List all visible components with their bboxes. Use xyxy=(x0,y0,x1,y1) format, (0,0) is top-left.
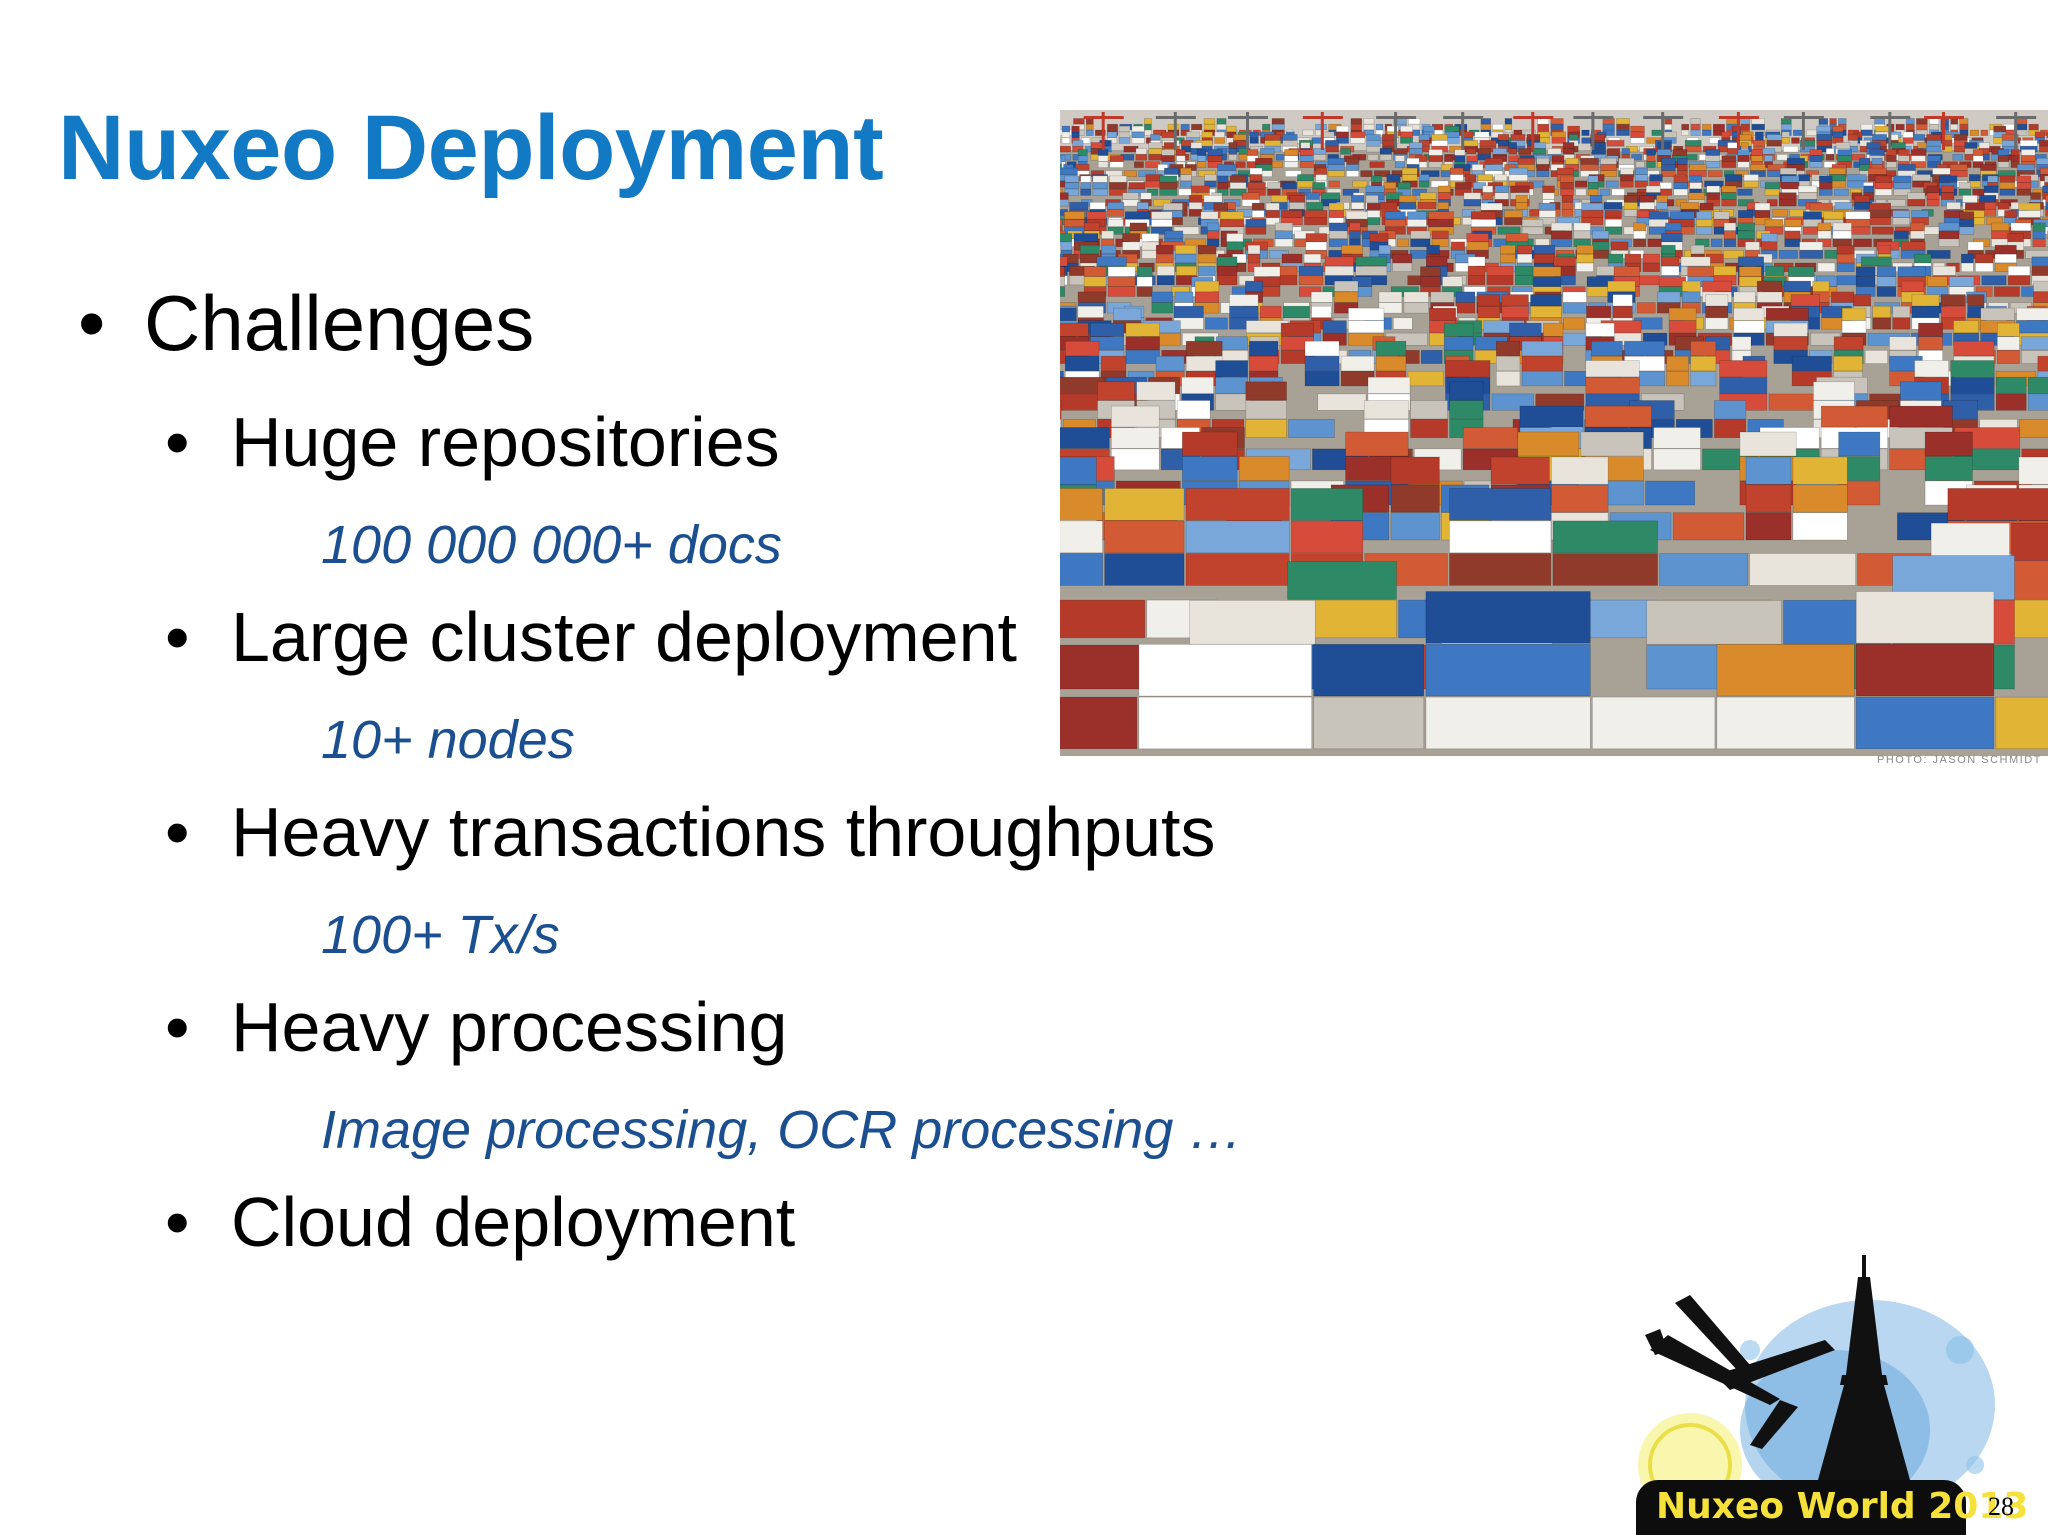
bullet-subtext: 100+ Tx/s xyxy=(321,905,560,965)
airplane-icon xyxy=(1645,1295,1835,1449)
logo-text: Nuxeo World 2013 xyxy=(1656,1486,2029,1527)
bullet-marker: • xyxy=(165,793,190,871)
bullet-text: Large cluster deployment xyxy=(231,598,1017,676)
bullet-subtext: 10+ nodes xyxy=(321,710,575,770)
container-port-photo xyxy=(1060,110,2048,756)
bullet-marker: • xyxy=(165,403,190,481)
bullet-text: Huge repositories xyxy=(231,403,780,481)
bullet-subtext: 100 000 000+ docs xyxy=(321,515,782,575)
photo-credit: PHOTO: JASON SCHMIDT xyxy=(1877,754,2042,766)
bullet-marker: • xyxy=(165,598,190,676)
logo-badge xyxy=(1636,1480,1966,1535)
slide-title: Nuxeo Deployment xyxy=(58,97,884,199)
bullet-text: Cloud deployment xyxy=(231,1183,796,1261)
container-port-illustration xyxy=(1060,110,2048,756)
bullet-subtext: Image processing, OCR processing … xyxy=(321,1100,1243,1160)
bullet-text: Challenges xyxy=(144,279,535,367)
bullet-marker: • xyxy=(165,988,190,1066)
bullet-marker: • xyxy=(78,279,106,367)
bullet-text: Heavy transactions throughputs xyxy=(231,793,1216,871)
bullet-marker: • xyxy=(165,1183,190,1261)
page-number: 28 xyxy=(1988,1492,2014,1521)
bullet-text: Heavy processing xyxy=(231,988,788,1066)
